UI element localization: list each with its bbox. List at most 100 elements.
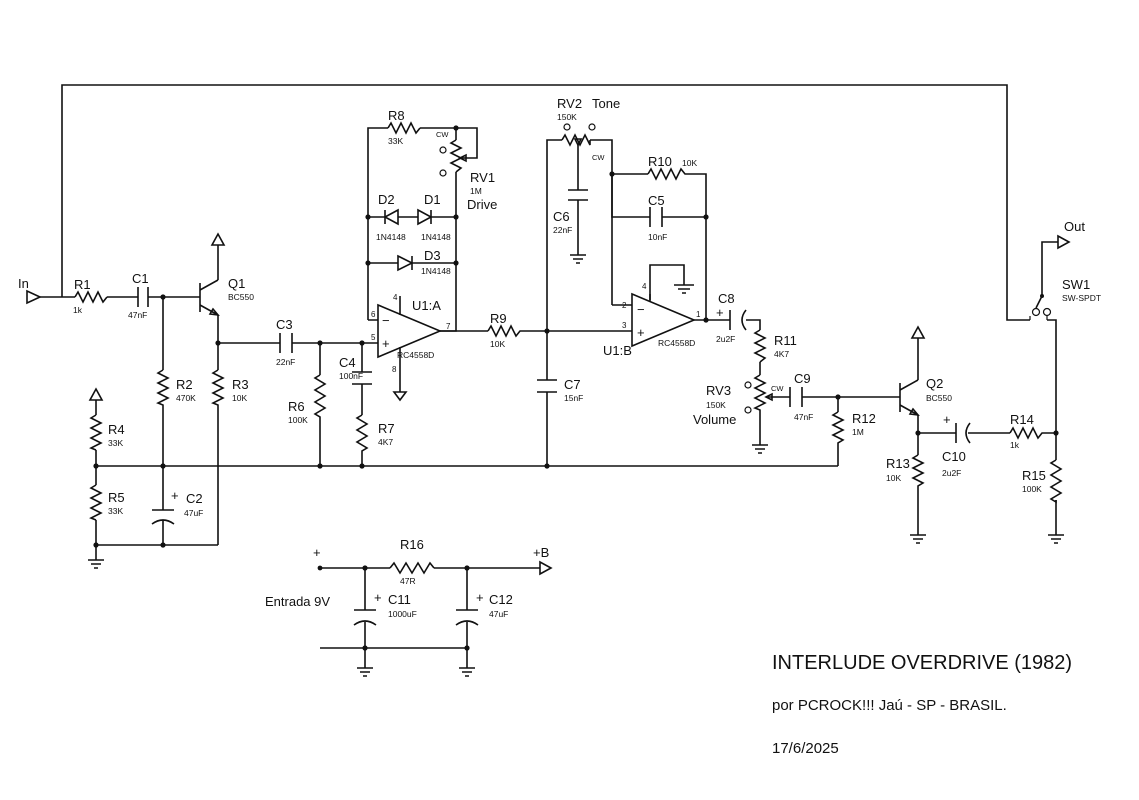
rv3-ref: RV3 (706, 383, 731, 398)
resistor-r2 (156, 369, 170, 410)
c1-ref: C1 (132, 271, 149, 286)
c11-ref: C11 (388, 592, 411, 607)
c6-ref: C6 (553, 209, 570, 224)
c10-value: 2u2F (942, 468, 961, 478)
c2-ref: C2 (186, 491, 203, 506)
r2-ref: R2 (176, 377, 193, 392)
c7-value: 15nF (564, 393, 583, 403)
r13-ref: R13 (886, 456, 910, 471)
c8-ref: C8 (718, 291, 735, 306)
capacitor-c7 (537, 379, 557, 393)
resistor-r10 (647, 167, 686, 181)
q1-ref: Q1 (228, 276, 245, 291)
resistor-r1 (74, 290, 108, 304)
r5-value: 33K (108, 506, 123, 516)
resistor-r13 (911, 454, 925, 490)
c12-value: 47uF (489, 609, 508, 619)
supply-b-label: +B (533, 545, 549, 560)
u1a-pin7: 7 (446, 322, 451, 331)
rv3-cw: CW (771, 384, 784, 393)
d3-value: 1N4148 (421, 266, 451, 276)
r7-ref: R7 (378, 421, 395, 436)
rv2-value: 150K (557, 112, 577, 122)
u1a-pin8: 8 (392, 365, 397, 374)
rv3-name: Volume (693, 412, 736, 427)
supply-input-label: Entrada 9V (265, 594, 330, 609)
svg-text:+: + (382, 336, 390, 351)
output-port-label: Out (1064, 219, 1085, 234)
c6-value: 22nF (553, 225, 572, 235)
c2-polarity: + (171, 488, 179, 503)
r1-ref: R1 (74, 277, 91, 292)
c8-polarity: + (716, 305, 724, 320)
schematic-author: por PCROCK!!! Jaú - SP - BRASIL. (772, 697, 1007, 714)
resistor-r12 (831, 411, 845, 445)
r13-value: 10K (886, 473, 901, 483)
schematic-date: 17/6/2025 (772, 740, 839, 757)
r5-ref: R5 (108, 490, 125, 505)
c12-ref: C12 (489, 592, 513, 607)
u1b-pin3: 3 (622, 321, 627, 330)
capacitor-c12 (455, 609, 479, 626)
c8-value: 2u2F (716, 334, 735, 344)
diode-d1 (417, 208, 442, 226)
rv2-cw: CW (592, 153, 605, 162)
rv3-value: 150K (706, 400, 726, 410)
c3-value: 22nF (276, 357, 295, 367)
c11-value: 1000uF (388, 609, 417, 619)
port-labels: In Out + +B Entrada 9V (18, 219, 1085, 609)
rv1-cw: CW (436, 130, 449, 139)
resistor-r14 (1009, 426, 1044, 440)
capacitor-c2 (151, 509, 175, 525)
input-port-label: In (18, 276, 29, 291)
r12-ref: R12 (852, 411, 876, 426)
r11-ref: R11 (774, 333, 797, 348)
resistor-r16 (389, 561, 435, 575)
c5-ref: C5 (648, 193, 665, 208)
u1a-ref: U1:A (412, 298, 441, 313)
c7-ref: C7 (564, 377, 581, 392)
u1b-value: RC4558D (658, 338, 695, 348)
junction-dots (93, 125, 1059, 651)
resistor-r11 (753, 329, 767, 363)
sw1-ref: SW1 (1062, 277, 1090, 292)
d3-ref: D3 (424, 248, 441, 263)
rv1-value: 1M (470, 186, 482, 196)
c11-polarity: + (374, 590, 382, 605)
r16-value: 47R (400, 576, 416, 586)
c10-polarity: + (943, 412, 951, 427)
c5-value: 10nF (648, 232, 667, 242)
r3-value: 10K (232, 393, 247, 403)
c10-ref: C10 (942, 449, 966, 464)
u1a-pin5: 5 (371, 333, 376, 342)
supply-plus-label: + (313, 545, 321, 560)
r6-ref: R6 (288, 399, 305, 414)
u1a-pin4: 4 (393, 293, 398, 302)
potentiometer-rv1 (439, 139, 467, 177)
resistor-r5 (89, 484, 103, 521)
q2-value: BC550 (926, 393, 952, 403)
r10-value: 10K (682, 158, 697, 168)
opamp-u1b: − + (612, 292, 706, 348)
resistor-r3 (211, 369, 225, 410)
q1-value: BC550 (228, 292, 254, 302)
resistor-r7 (355, 414, 369, 455)
c1-value: 47nF (128, 310, 147, 320)
c4-value: 100nF (339, 371, 363, 381)
r15-value: 100K (1022, 484, 1042, 494)
r4-ref: R4 (108, 422, 125, 437)
capacitor-c3 (279, 333, 293, 353)
resistor-r6 (313, 374, 327, 420)
u1a-value: RC4558D (397, 350, 434, 360)
u1b-ref: U1:B (603, 343, 632, 358)
capacitor-c11 (353, 609, 377, 626)
q2-ref: Q2 (926, 376, 943, 391)
r2-value: 470K (176, 393, 196, 403)
c4-ref: C4 (339, 355, 356, 370)
capacitor-c10 (955, 422, 971, 444)
r6-value: 100K (288, 415, 308, 425)
svg-text:+: + (637, 325, 645, 340)
r10-ref: R10 (648, 154, 672, 169)
u1b-pin1: 1 (696, 310, 701, 319)
capacitor-c6 (568, 189, 588, 201)
